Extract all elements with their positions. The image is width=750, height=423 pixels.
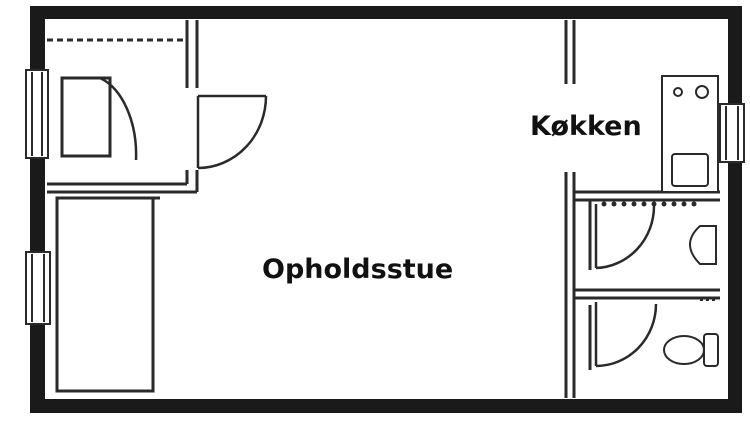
shower-dots: [601, 201, 697, 207]
wall-bottom: [30, 399, 742, 413]
wall-left: [30, 6, 45, 413]
door-swing-entry: [196, 94, 268, 170]
bathroom-fixtures: [601, 201, 719, 367]
toilet: [663, 333, 719, 367]
window-left-upper: [25, 69, 49, 159]
stove-burner-left: [673, 87, 683, 97]
windows: [25, 69, 745, 325]
door-swing-bath-upper: [594, 204, 656, 270]
window-right: [719, 103, 745, 163]
wall-right: [728, 6, 742, 413]
stove-burner-right: [695, 85, 709, 99]
door-swing-bath-lower: [594, 302, 658, 368]
window-left-lower: [25, 251, 51, 325]
kitchen-fixtures: [661, 75, 719, 193]
washbasin: [689, 225, 717, 265]
wall-top: [30, 6, 742, 19]
door-swing-closet: [62, 76, 138, 161]
living-room-label: Opholdsstue: [262, 254, 454, 285]
interior-walls: [47, 20, 720, 398]
kitchen-sink: [671, 153, 709, 187]
kitchen-label: Køkken: [530, 111, 642, 142]
door-swings: [62, 76, 658, 368]
